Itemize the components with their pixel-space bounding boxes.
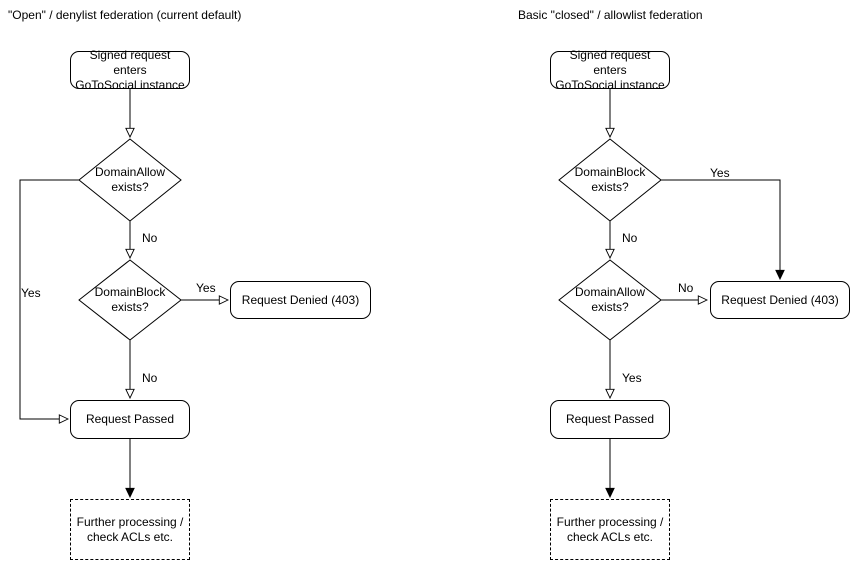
right-decision1-diamond [558, 138, 662, 222]
left-start-node: Signed request enters GoToSocial instanc… [70, 48, 190, 92]
left-decision2-no-label: No [142, 371, 158, 385]
left-decision2-diamond [78, 259, 182, 341]
left-diagram-title: "Open" / denylist federation (current de… [8, 8, 242, 22]
left-decision1-no-label: No [142, 231, 158, 245]
left-request-denied-node: Request Denied (403) [230, 281, 371, 319]
right-request-passed-node: Request Passed [550, 400, 670, 439]
right-decision2-yes-label: Yes [622, 371, 642, 385]
left-further-processing-node: Further processing / check ACLs etc. [70, 499, 190, 560]
left-request-passed-node: Request Passed [70, 400, 190, 439]
right-request-denied-node: Request Denied (403) [710, 281, 850, 319]
edge-left-decision1-yes-to-passed [19, 179, 79, 419]
right-decision2-diamond [558, 259, 662, 341]
right-decision1-yes-label: Yes [710, 166, 730, 180]
right-decision2-no-label: No [678, 281, 694, 295]
left-decision2-yes-label: Yes [196, 281, 216, 295]
right-decision1-no-label: No [622, 231, 638, 245]
right-further-processing-node: Further processing / check ACLs etc. [550, 499, 670, 560]
left-decision1-diamond [78, 138, 182, 222]
right-diagram-title: Basic "closed" / allowlist federation [518, 8, 703, 22]
left-decision1-yes-label: Yes [21, 286, 41, 300]
right-start-node: Signed request enters GoToSocial instanc… [550, 48, 670, 92]
edge-right-decision1-yes-to-denied [661, 179, 780, 279]
